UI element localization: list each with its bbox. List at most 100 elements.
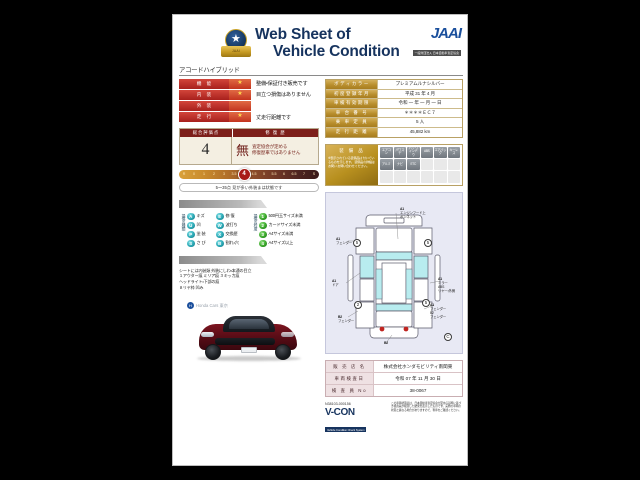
header-divider xyxy=(179,75,463,77)
equipment-cell-active: ETC xyxy=(407,158,420,171)
diagram-label-code: B2 xyxy=(338,314,342,319)
equipment-cell-empty xyxy=(434,158,447,171)
equipment-cell-empty xyxy=(407,171,420,183)
equipment-title: 装 備 品 xyxy=(339,147,365,153)
remarks-line: １アウター痕 ミリア痕 ３キッカ痕 xyxy=(179,273,240,279)
page-title: Web Sheet of Vehicle Condition xyxy=(255,26,405,60)
car-wheel-rear xyxy=(275,344,291,361)
diagram-label-code: B2 xyxy=(384,340,388,345)
car-headlight-left xyxy=(201,332,214,338)
damage-code-label: 塗 装 xyxy=(196,231,206,237)
diagram-mark: 2 xyxy=(354,300,362,309)
diagram-label-part: ボンネット xyxy=(400,214,416,219)
damage-level-label: A4サイズ以上 xyxy=(268,240,294,246)
spec-value: 平成 31 年 4 月 xyxy=(404,90,436,96)
car-grille xyxy=(215,338,275,346)
spec-value: 45,882 km xyxy=(409,128,431,134)
rating-stars: ★ xyxy=(229,79,251,89)
damage-level-bubble: 2 xyxy=(259,221,267,230)
vcon-brand-subtitle: Vehicle Condition Check System xyxy=(325,427,367,433)
dealer-key: 車両検査日 xyxy=(326,372,374,384)
rating-text: 丈走行距離です xyxy=(256,114,291,121)
spec-key: 車 台 番 号 xyxy=(326,108,378,118)
damage-code-bubble: W xyxy=(216,221,224,230)
equipment-cell-empty xyxy=(420,171,433,183)
equipment-cell-active: エアバッグ xyxy=(434,146,447,158)
diagram-label-part: フェンダー xyxy=(336,240,352,245)
equipment-block: 装 備 品 ※表示されている装備品は 付いているものを示します。 装備品の詳細は… xyxy=(325,143,463,186)
score-scale-tick: 3.5 xyxy=(231,172,237,177)
damage-level-bubble: 3 xyxy=(259,230,267,239)
spec-value: ＊＊＊＊ＥＣ７ xyxy=(404,109,436,115)
repair-history-line1: 査定協会が定める xyxy=(252,144,288,150)
model-name: アコードハイブリッド xyxy=(179,67,240,74)
equipment-cell-active: ABS xyxy=(420,146,433,158)
sheet-inner: ★ JAAI Web Sheet of Vehicle Condition JA… xyxy=(179,21,463,461)
spec-row: 車 台 番 号 ＊＊＊＊ＥＣ７ xyxy=(326,108,462,119)
jaai-crest-icon: ★ JAAI xyxy=(221,29,251,59)
crest-ribbon: JAAI xyxy=(221,46,251,57)
diagram-label-part: フェンダー xyxy=(430,315,446,320)
rating-stars: ★ xyxy=(229,112,251,122)
spec-row: 初度登録年月平成 31 年 4 月 xyxy=(326,89,462,100)
dealer-key: 検 査 員 No xyxy=(326,384,374,396)
damage-level-label: 500円玉サイズ未満 xyxy=(268,213,303,219)
equipment-cell-active: キーレス xyxy=(447,146,460,158)
car-windshield xyxy=(229,319,269,330)
jaai-logo-mark: JAAI xyxy=(430,25,462,42)
legend-heading: 車両外装の状態 xyxy=(179,199,267,214)
dealer-value: 令和 07 年 11 月 30 日 xyxy=(395,375,441,381)
diagram-label-part: ABS xyxy=(438,284,445,289)
remarks-line: シートには内装類 外装にしわ・本通の目立 xyxy=(179,267,252,273)
damage-code-bubble: A xyxy=(187,212,195,221)
footer-brand-block: N38103-000156 V-CON Vehicle Condition Ch… xyxy=(325,402,387,436)
score-scale-tick: 6.5 xyxy=(291,172,297,177)
photo-watermark: H Honda Cars 東京 xyxy=(187,302,228,310)
legend-heading-label: 車両外装の状態 xyxy=(184,208,217,214)
right-column: ボディカラープレミアムルナシルバー初度登録年月平成 31 年 4 月車検有効期限… xyxy=(325,79,463,436)
equipment-cell-active: エアコン xyxy=(380,146,393,158)
spec-row: ボディカラープレミアムルナシルバー xyxy=(326,80,462,90)
diagram-label: B2 xyxy=(384,341,388,345)
score-scale-tick: 7 xyxy=(303,172,305,177)
dealer-row: 車両検査日 令和 07 年 11 月 30 日 xyxy=(326,372,462,385)
total-score-value: 4 xyxy=(180,136,232,164)
dealer-value: 38-0067 xyxy=(409,387,427,393)
equipment-cell-active: パワ ウィンドウ xyxy=(407,146,420,158)
score-scale-tick: 5.5 xyxy=(271,172,277,177)
spec-key: 車検有効期限 xyxy=(326,99,378,108)
sheet-header: ★ JAAI Web Sheet of Vehicle Condition JA… xyxy=(179,21,463,77)
diagram-label-code: A1 xyxy=(332,278,336,283)
page-title-line2: Vehicle Condition xyxy=(273,42,400,60)
remarks-line: ヘッドライト・下部の痕 xyxy=(179,278,220,284)
remarks-heading-label: その他の状態 xyxy=(184,264,212,270)
diagram-label-part: ドア xyxy=(332,282,339,287)
rating-label: 内 装 xyxy=(179,90,229,100)
score-scale-tick: S xyxy=(312,172,316,177)
rating-text: 目立つ損傷はありません xyxy=(256,92,311,99)
remarks-heading: その他の状態 xyxy=(179,255,267,270)
damage-code-label: 波打ち xyxy=(225,222,238,228)
rating-stars xyxy=(229,101,251,111)
total-score-header-right: 修 復 歴 xyxy=(265,129,286,135)
car-shadow xyxy=(197,356,301,362)
left-column: 機 能 ★ 整備・保証付き販売です 内 装 ★ 目立つ損傷はありません 外 装 xyxy=(179,79,321,363)
rating-row: 機 能 ★ 整備・保証付き販売です xyxy=(179,79,319,89)
diagram-mark: C xyxy=(444,332,452,341)
spec-value: 5 人 xyxy=(415,119,425,125)
document-id: N38103-000156 xyxy=(325,401,351,406)
equipment-label: 装 備 品 ※表示されている装備品は 付いているものを示します。 装備品の詳細は… xyxy=(326,144,378,185)
page-title-line1: Web Sheet of xyxy=(255,26,351,43)
damage-code-bubble: B xyxy=(216,239,224,248)
